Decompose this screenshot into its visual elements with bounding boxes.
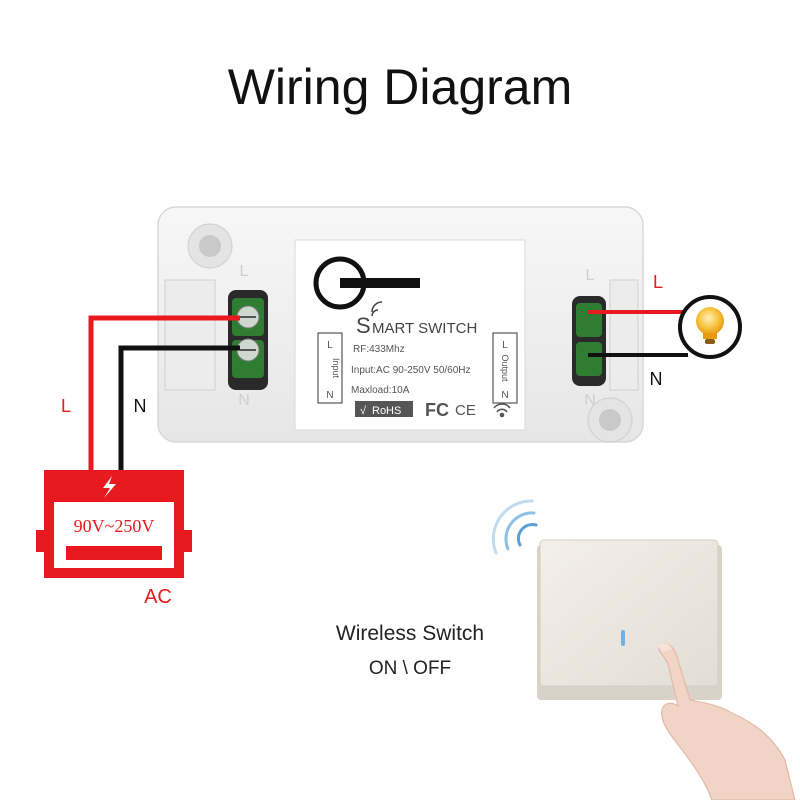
module-name: MART SWITCH	[372, 320, 477, 337]
wireless-signal-icon	[491, 499, 538, 555]
input-box-n: N	[326, 390, 333, 401]
mounting-hole-icon	[187, 223, 233, 269]
spec-label	[294, 239, 526, 431]
output-box-l: L	[502, 340, 508, 351]
input-spec: Input:AC 90-250V 50/60Hz	[351, 365, 471, 376]
ac-power-source: 90V~250V	[36, 470, 192, 578]
wireless-switch-subtitle: ON \ OFF	[368, 658, 452, 679]
neutral-wire-input	[118, 345, 240, 470]
brand-initial: S	[356, 313, 371, 338]
rohs-badge	[355, 401, 413, 417]
embossed-l-left: L	[240, 263, 249, 280]
input-label: Input	[331, 358, 341, 379]
ce-mark: CE	[455, 402, 476, 419]
wifi-icon	[493, 403, 511, 418]
input-box-l: L	[327, 340, 333, 351]
rf-spec: RF:433Mhz	[353, 344, 405, 355]
mounting-hole-icon	[587, 397, 633, 443]
output-box-n: N	[501, 390, 508, 401]
output-label: Output	[500, 354, 510, 382]
label-l-output: L	[653, 272, 663, 292]
smart-switch-module: L N L N S MART SWITCH RF:433Mhz Input:AC…	[157, 206, 644, 443]
ac-label: AC	[144, 586, 172, 608]
indicator-led	[621, 630, 625, 646]
lightning-icon	[103, 476, 116, 498]
label-n-output: N	[650, 369, 663, 389]
voltage-label: 90V~250V	[74, 516, 155, 536]
signal-icon	[371, 301, 383, 317]
light-bulb-icon	[678, 295, 742, 359]
fc-mark: FC	[425, 400, 449, 420]
wireless-switch-title: Wireless Switch	[335, 622, 485, 645]
svg-text:√: √	[360, 405, 367, 417]
live-wire-input	[88, 315, 240, 470]
label-n-input: N	[134, 396, 147, 416]
wireless-switch-panel	[537, 539, 722, 700]
embossed-n-right: N	[584, 392, 596, 409]
page-title: Wiring Diagram	[227, 59, 573, 115]
label-l-input: L	[61, 396, 71, 416]
brand-logo-icon	[313, 256, 420, 310]
rohs-text: RoHS	[372, 405, 401, 417]
embossed-l-right: L	[586, 267, 595, 284]
maxload-spec: Maxload:10A	[351, 385, 410, 396]
finger-hand-icon	[658, 642, 796, 800]
embossed-n-left: N	[238, 392, 250, 409]
